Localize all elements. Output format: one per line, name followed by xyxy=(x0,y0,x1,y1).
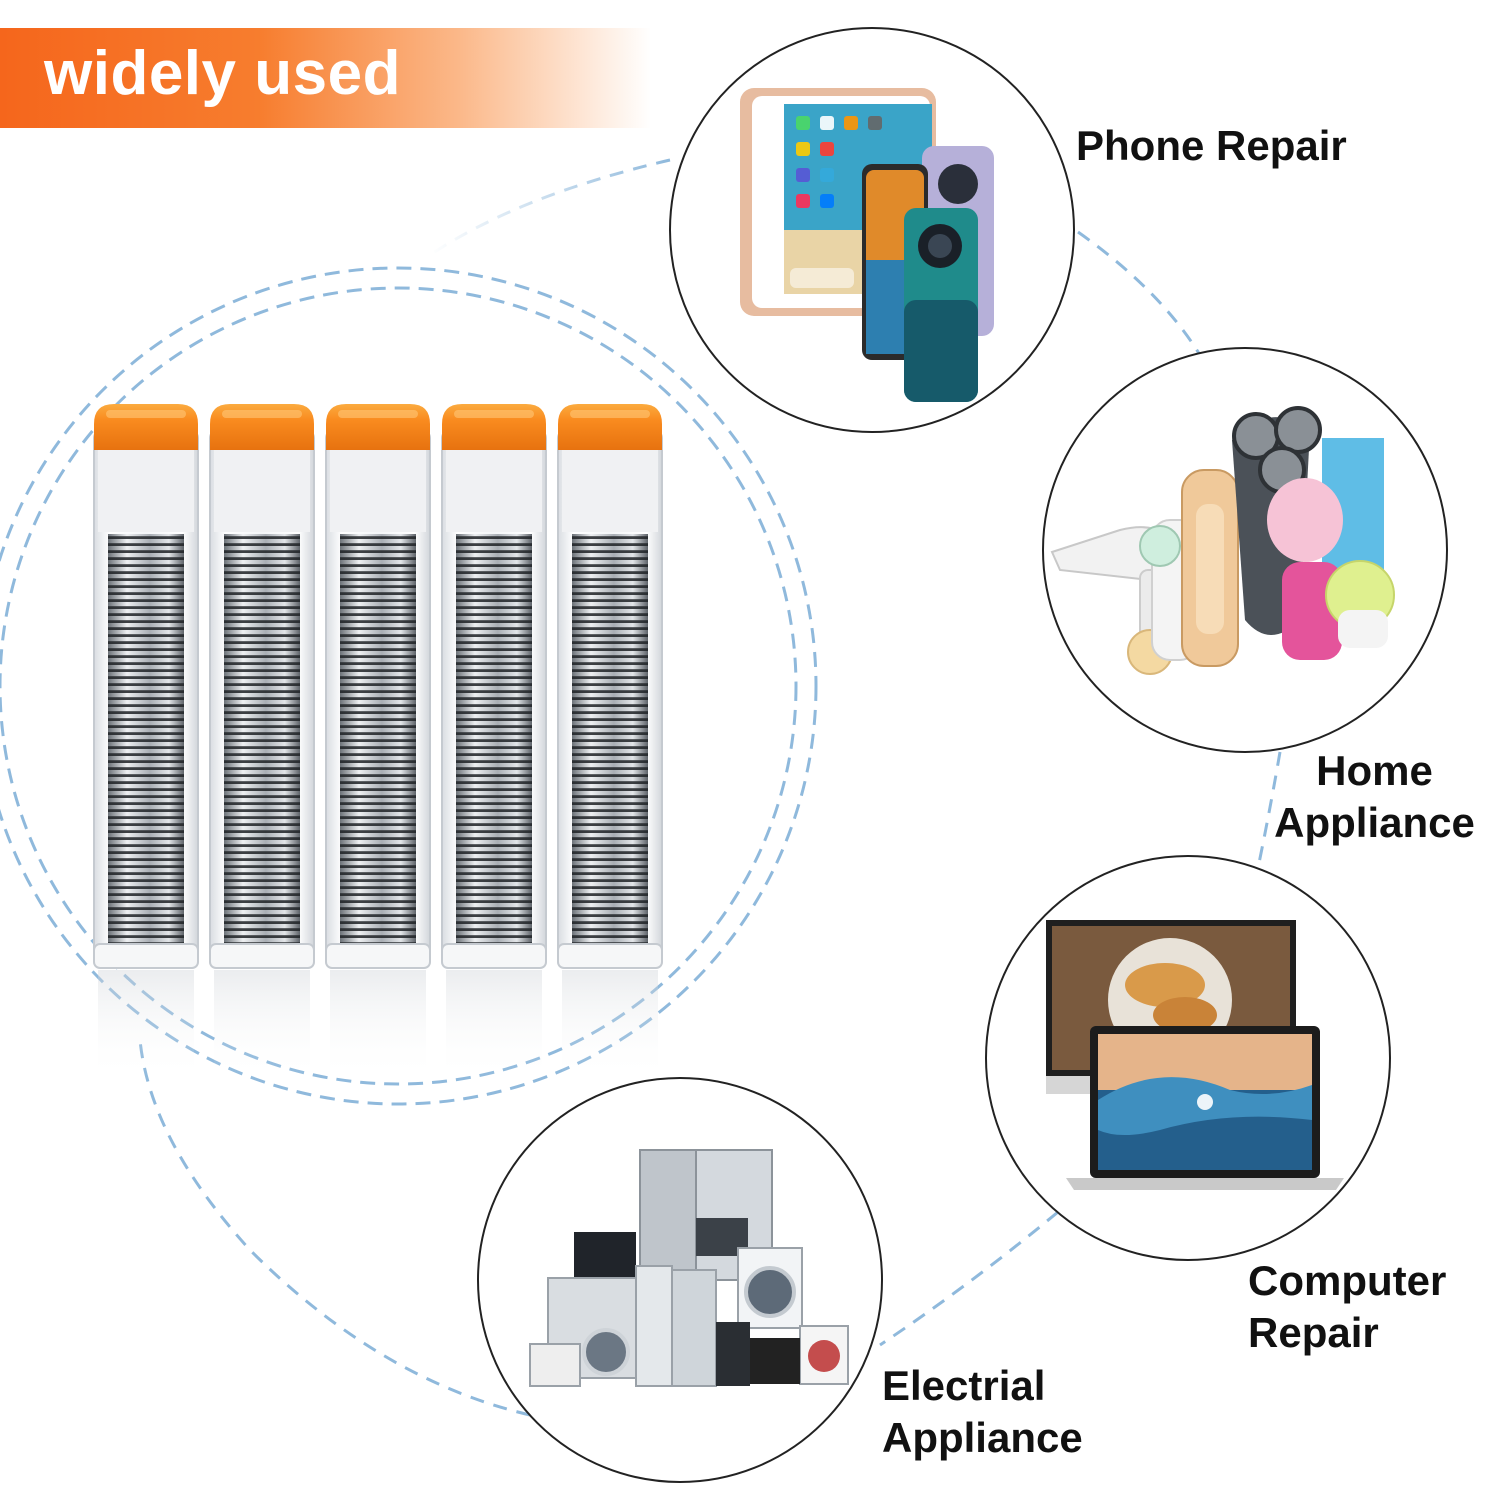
solder-tube-group xyxy=(93,404,663,1080)
application-home-appliance xyxy=(1042,347,1448,753)
solder-tube-icon xyxy=(93,404,199,1080)
application-phone-repair xyxy=(669,27,1075,433)
label-line: Electrial xyxy=(882,1362,1046,1409)
label-line: Phone Repair xyxy=(1076,122,1347,169)
phone-tablet-icon xyxy=(740,88,994,402)
label-line: Appliance xyxy=(1274,799,1475,846)
label-line: Appliance xyxy=(882,1414,1083,1461)
application-electrial-appliance xyxy=(477,1077,883,1483)
label-phone-repair: Phone Repair xyxy=(1076,120,1347,172)
solder-tube-icon xyxy=(557,404,663,1080)
shaver-hairdryer-icon xyxy=(1050,406,1395,675)
label-computer-repair: Computer Repair xyxy=(1248,1255,1446,1359)
solder-tube-icon xyxy=(325,404,431,1080)
connector-dashed-path xyxy=(138,158,1282,1417)
application-computer-repair xyxy=(985,855,1391,1261)
fridge-washer-icon xyxy=(529,1149,849,1387)
label-line: Home xyxy=(1316,747,1433,794)
product-dashed-circle xyxy=(0,266,818,1106)
label-line: Repair xyxy=(1248,1309,1379,1356)
laptop-monitor-icon xyxy=(1046,920,1344,1190)
label-home-appliance: Home Appliance xyxy=(1272,745,1477,849)
solder-tube-icon xyxy=(441,404,547,1080)
label-electrial-appliance: Electrial Appliance xyxy=(882,1360,1083,1464)
label-line: Computer xyxy=(1248,1257,1447,1304)
header-banner xyxy=(0,28,740,128)
banner-title: widely used xyxy=(44,39,401,108)
solder-tube-icon xyxy=(209,404,315,1080)
